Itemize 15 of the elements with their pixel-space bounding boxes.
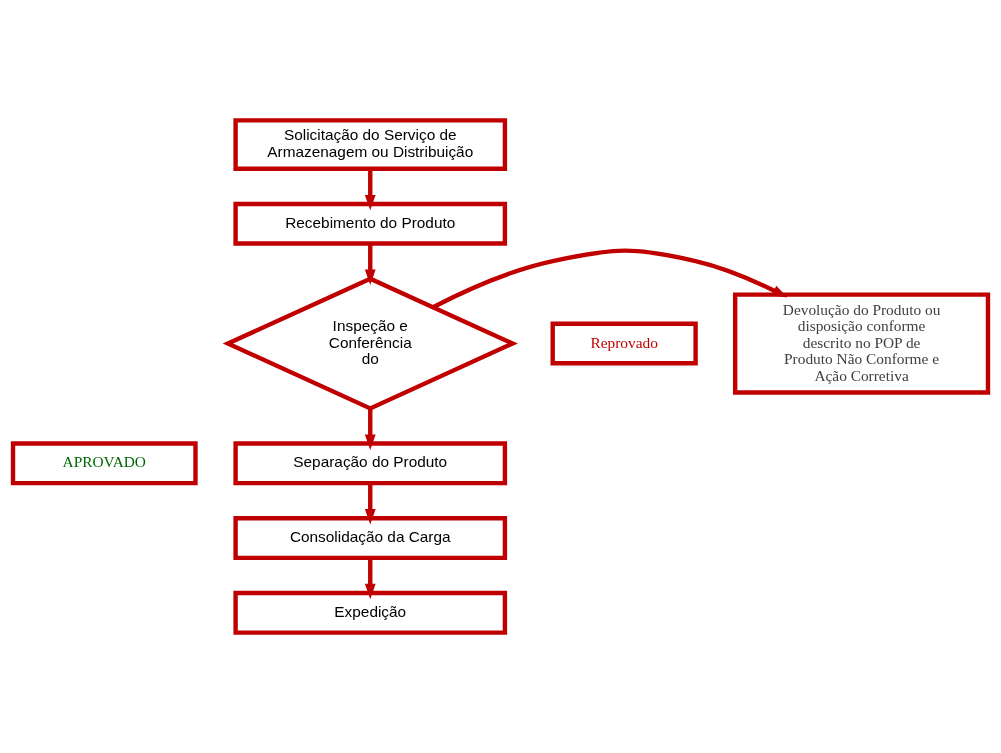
arrow xyxy=(431,248,788,310)
node-box: Expedição xyxy=(233,590,508,635)
node-box: Solicitação do Serviço de Armazenagem ou Distribuição xyxy=(233,118,508,171)
node-box: Consolidação da Carga xyxy=(233,516,508,561)
arrow xyxy=(364,558,376,600)
arrow xyxy=(364,408,376,450)
arrow xyxy=(364,168,376,211)
arrow xyxy=(364,483,376,525)
arrow xyxy=(364,243,376,285)
node-box: Recebimento do Produto xyxy=(233,201,508,246)
node-box: Devolução do Produto ou disposição conforme descrito no POP de Produto Não Conforme e Ação Corretiva xyxy=(732,292,991,395)
node-diamond: Inspeção e Conferência do xyxy=(222,276,518,411)
node-box: APROVADO xyxy=(10,441,198,486)
node-box: Reprovado xyxy=(550,321,698,366)
node-box: Separação do Produto xyxy=(233,441,508,486)
